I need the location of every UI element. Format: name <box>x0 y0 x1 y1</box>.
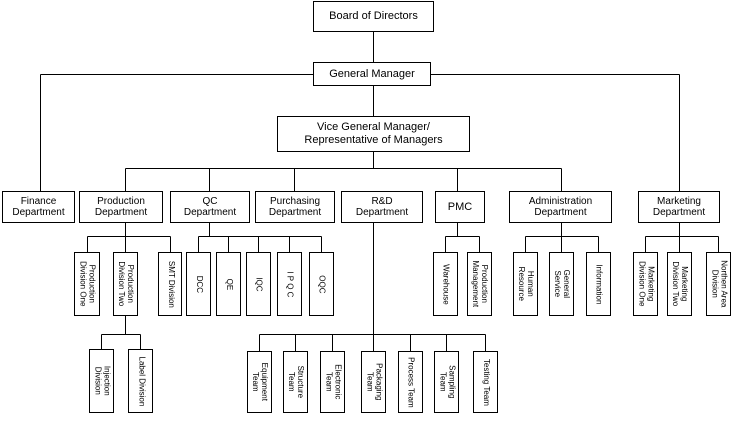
board-of-directors-box: Board of Directors <box>313 1 434 32</box>
human-resource-box: Human Resource <box>513 252 538 316</box>
warehouse-box: Warehouse <box>433 252 458 316</box>
production-division-one-box: Production Division One <box>74 252 100 316</box>
rd-department-box: R&D Department <box>341 191 423 223</box>
marketing-division-one-box: Marketing Division One <box>633 252 658 316</box>
pmc-box: PMC <box>435 191 485 223</box>
process-team-box: Process Team <box>398 351 423 413</box>
administration-department-box: Administration Department <box>509 191 612 223</box>
electronic-team-box: Electronic Team <box>320 351 345 413</box>
production-department-box: Production Department <box>79 191 163 223</box>
production-division-two-box: Production Division Two <box>113 252 138 316</box>
qc-department-box: QC Department <box>170 191 250 223</box>
testing-team-box: Testing Team <box>473 351 498 413</box>
oqc-box: OQC <box>309 252 334 316</box>
packaging-team-box: Packaging Team <box>361 351 386 413</box>
dcc-box: DCC <box>186 252 211 316</box>
marketing-division-two-box: Marketing Division Two <box>667 252 692 316</box>
injection-division-box: Injection Division <box>89 349 114 413</box>
label-division-box: Label Division <box>128 349 153 413</box>
sampling-team-box: Sampling Team <box>434 351 459 413</box>
general-service-box: General Service <box>549 252 574 316</box>
marketing-department-box: Marketing Department <box>638 191 720 223</box>
smt-division-box: SMT Division <box>158 252 182 316</box>
information-box: Information <box>586 252 611 316</box>
general-manager-box: General Manager <box>313 62 431 86</box>
iqc-box: IQC <box>246 252 271 316</box>
northern-area-division-box: Northen Area Division <box>706 252 731 316</box>
equipment-team-box: Equipment Team <box>247 351 272 413</box>
purchasing-department-box: Purchasing Department <box>255 191 335 223</box>
ipqc-box: I P Q C <box>277 252 302 316</box>
structure-team-box: Structure Team <box>283 351 308 413</box>
finance-department-box: Finance Department <box>2 191 75 223</box>
vice-general-manager-box: Vice General Manager/ Representative of … <box>277 116 470 152</box>
qe-box: QE <box>216 252 241 316</box>
production-management-box: Production Management <box>467 252 492 316</box>
